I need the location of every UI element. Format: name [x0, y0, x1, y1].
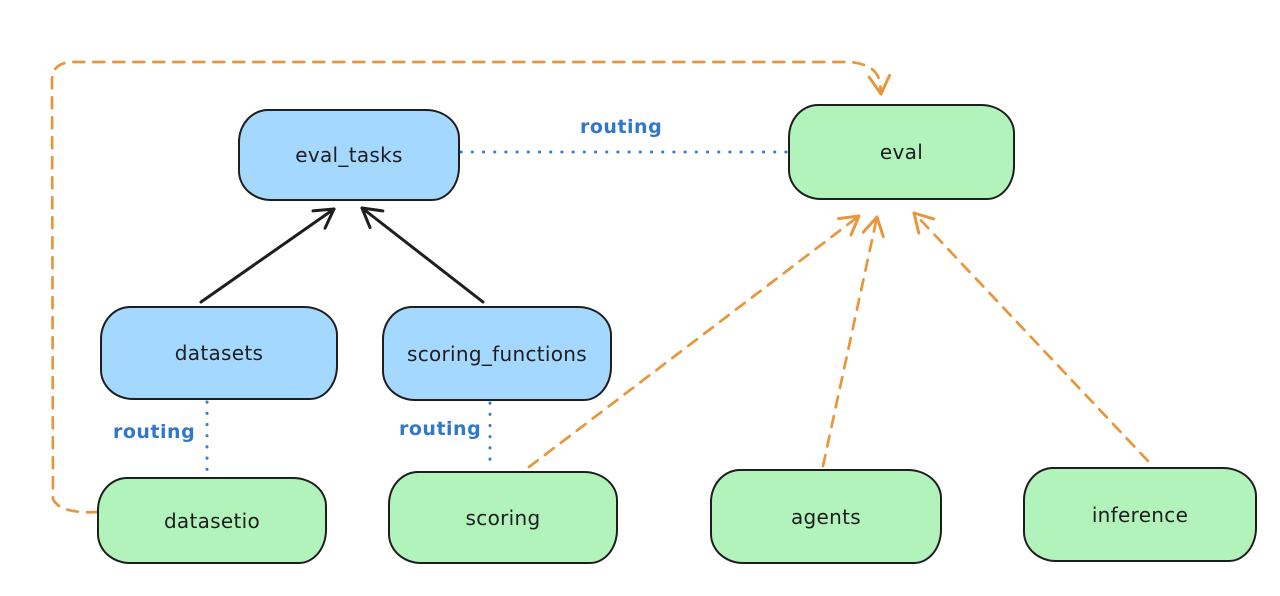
node-scoring: scoring: [388, 471, 618, 564]
routing-label-datasets-datasetio: routing: [113, 421, 196, 443]
node-eval-tasks: eval_tasks: [238, 109, 460, 201]
routing-label-scoring-functions-scoring: routing: [399, 418, 482, 440]
edge-scoring-functions-to-eval-tasks: [360, 206, 485, 304]
node-datasets: datasets: [100, 306, 338, 400]
node-inference: inference: [1023, 467, 1257, 562]
node-datasetio: datasetio: [97, 477, 327, 564]
node-eval-tasks-label: eval_tasks: [295, 143, 403, 167]
node-scoring-label: scoring: [465, 505, 541, 530]
node-datasets-label: datasets: [174, 341, 264, 365]
edge-datasetio-to-eval: [50, 60, 892, 514]
edge-scoring-to-eval: [527, 214, 861, 469]
node-eval-label: eval: [879, 140, 924, 164]
node-inference-label: inference: [1091, 502, 1189, 527]
node-datasetio-label: datasetio: [163, 508, 261, 533]
edge-datasets-to-eval-tasks: [199, 207, 336, 304]
node-eval: eval: [788, 104, 1015, 200]
node-scoring-functions: scoring_functions: [382, 306, 612, 401]
node-agents-label: agents: [791, 504, 861, 529]
routing-label-eval-tasks-eval: routing: [580, 116, 663, 138]
node-scoring-functions-label: scoring_functions: [406, 341, 588, 366]
edge-agents-to-eval: [821, 215, 885, 468]
node-agents: agents: [710, 469, 942, 564]
edge-inference-to-eval: [912, 211, 1150, 463]
